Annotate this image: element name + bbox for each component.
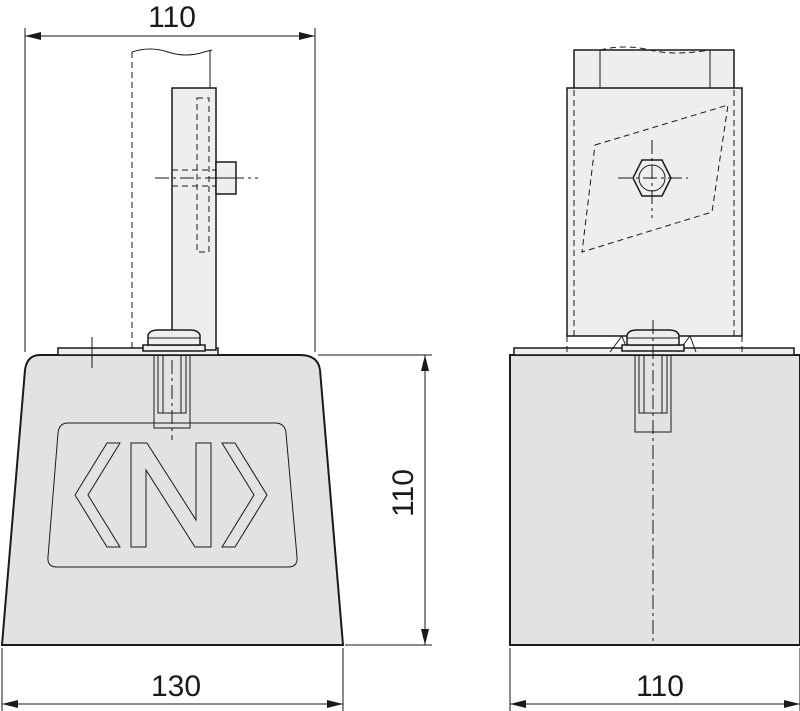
dim-bottom-arrow-left bbox=[2, 700, 18, 708]
dim-bottom-arrow-right bbox=[327, 700, 343, 708]
front-profile-break bbox=[131, 48, 213, 56]
dim-side-width-label: 110 bbox=[636, 670, 684, 703]
dim-bottom-width-label: 130 bbox=[151, 670, 201, 703]
front-view: 110 130 bbox=[0, 1, 345, 711]
dim-height-arrow-top bbox=[421, 355, 429, 371]
dim-top-arrow-right bbox=[299, 32, 315, 40]
dim-side-arrow-right bbox=[784, 700, 800, 708]
side-hidden-clamp-plate bbox=[581, 104, 729, 253]
side-profile-break bbox=[599, 46, 711, 54]
dim-height-label: 110 bbox=[387, 469, 420, 517]
logo-panel bbox=[47, 422, 298, 568]
height-dimension: 110 bbox=[318, 354, 432, 646]
front-side-bolt-shank-hidden bbox=[172, 169, 216, 187]
logo-right-chevron bbox=[221, 442, 268, 548]
front-base-block bbox=[0, 354, 345, 646]
side-base-block bbox=[509, 354, 800, 646]
dim-side-arrow-left bbox=[510, 700, 526, 708]
front-inner-hidden-part bbox=[196, 97, 210, 253]
front-bolt-washer bbox=[142, 344, 206, 352]
dim-top-width-label: 110 bbox=[148, 1, 196, 34]
side-profile-bracket bbox=[566, 87, 743, 337]
dim-top-arrow-left bbox=[25, 32, 41, 40]
dim-height-arrow-bottom bbox=[421, 629, 429, 645]
front-base-plate bbox=[57, 347, 219, 356]
brand-logo bbox=[74, 442, 268, 548]
logo-left-chevron bbox=[74, 442, 121, 548]
side-view: 110 bbox=[509, 46, 800, 711]
logo-letter-n bbox=[130, 442, 212, 548]
side-profile-legs bbox=[573, 49, 735, 91]
